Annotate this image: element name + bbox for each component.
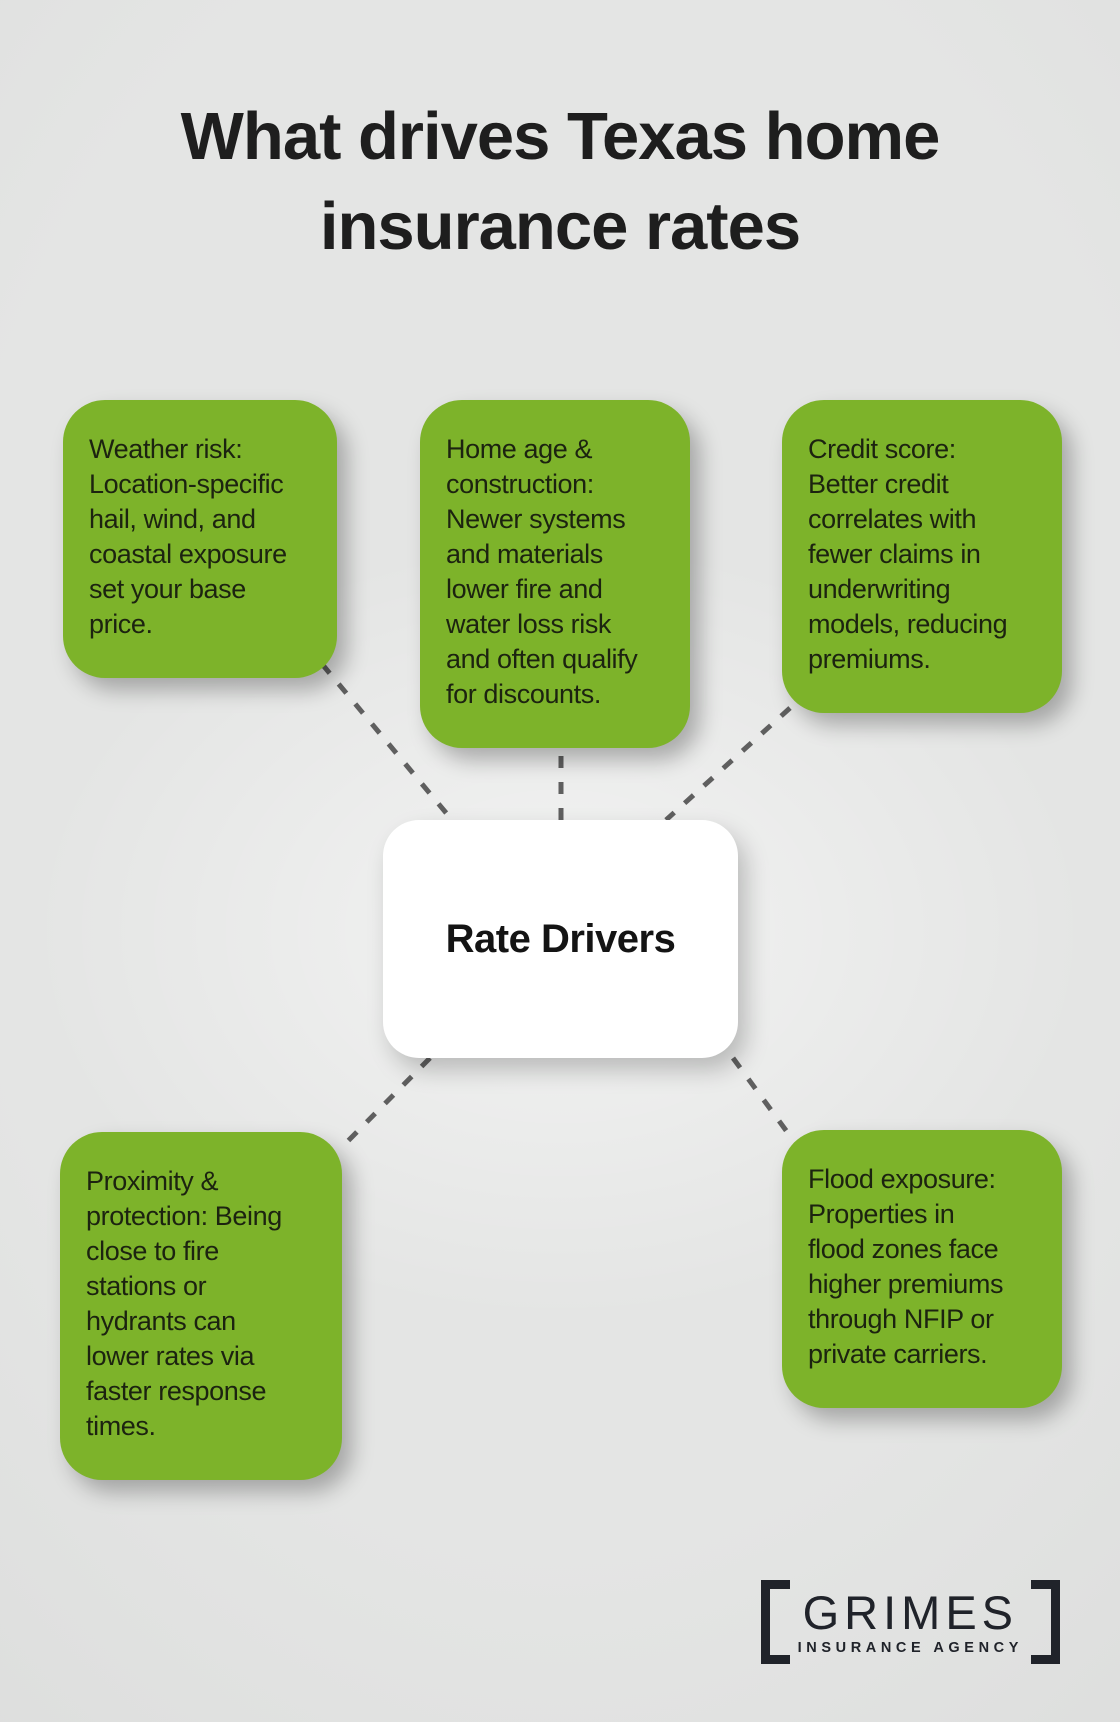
connector-credit-line (664, 706, 792, 822)
logo-left-bracket-icon (760, 1580, 790, 1664)
node-flood-exposure: Flood exposure: Properties in flood zone… (782, 1130, 1062, 1408)
logo-right-bracket-icon (1031, 1580, 1060, 1664)
node-weather-risk: Weather risk: Location-specific hail, wi… (63, 400, 337, 678)
logo-tagline: INSURANCE AGENCY (797, 1639, 1023, 1656)
node-credit-score: Credit score: Better credit correlates w… (782, 400, 1062, 713)
node-home-age-construction: Home age & construction: Newer systems a… (420, 400, 690, 748)
center-node-rate-drivers: Rate Drivers (383, 820, 738, 1058)
logo-text: GRIMES INSURANCE AGENCY (796, 1589, 1025, 1656)
logo-name: GRIMES (802, 1585, 1019, 1639)
connector-flood-line (730, 1056, 796, 1142)
connector-weather-line (320, 662, 454, 822)
grimes-logo: GRIMES INSURANCE AGENCY (760, 1580, 1060, 1664)
page-title: What drives Texas home insurance rates (180, 99, 941, 264)
node-proximity-protection: Proximity & protection: Being close to f… (60, 1132, 342, 1480)
center-node-label: Rate Drivers (445, 916, 676, 961)
connector-proximity-line (343, 1056, 432, 1146)
